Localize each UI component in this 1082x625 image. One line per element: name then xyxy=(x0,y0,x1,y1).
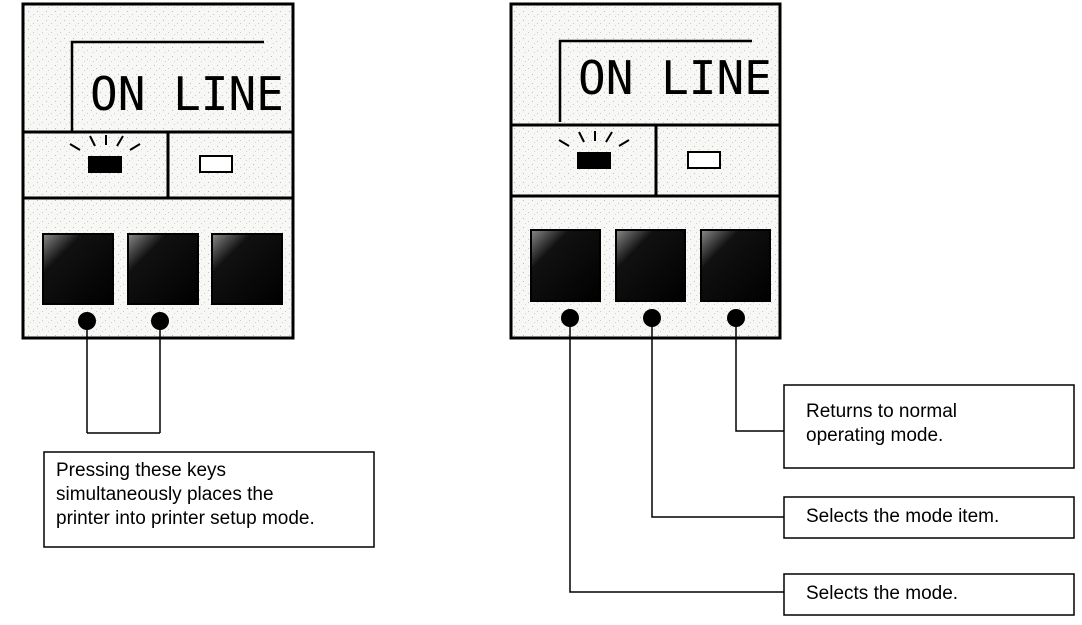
key-row xyxy=(42,233,283,305)
lamp-unlit-icon xyxy=(687,151,721,169)
connector-setup-mode xyxy=(86,321,161,434)
lamp-unlit-icon xyxy=(199,155,233,173)
key-1[interactable] xyxy=(42,233,114,305)
lcd-text: ON LINE xyxy=(90,67,284,121)
callout-normal-mode-text: Returns to normal operating mode. xyxy=(806,401,958,446)
lcd-display: ON LINE xyxy=(70,40,284,132)
lcd-text: ON LINE xyxy=(578,51,772,105)
lamp-lit-icon xyxy=(69,135,141,173)
callout-setup-mode-text: Pressing these keys simultaneously place… xyxy=(56,460,315,529)
callout-box-mode-item xyxy=(783,496,1075,539)
lamp-lit-icon xyxy=(558,131,630,169)
key-3[interactable] xyxy=(211,233,283,305)
key-1[interactable] xyxy=(530,229,601,302)
callout-mode-text: Selects the mode. xyxy=(806,583,959,604)
connector-mode-item xyxy=(651,318,784,518)
key-2[interactable] xyxy=(127,233,199,305)
callout-mode-item-text: Selects the mode item. xyxy=(806,506,1000,527)
connector-mode xyxy=(569,318,784,593)
lcd-display: ON LINE xyxy=(558,39,772,122)
control-panel-right: ON LINE xyxy=(509,2,782,340)
connector-normal-mode xyxy=(735,318,784,432)
control-panel-left: ON LINE xyxy=(21,2,295,340)
callout-box-mode xyxy=(783,573,1075,616)
callout-box-normal-mode xyxy=(783,384,1075,469)
callout-box-setup-mode xyxy=(43,451,375,548)
key-3[interactable] xyxy=(700,229,771,302)
key-2[interactable] xyxy=(615,229,686,302)
key-row xyxy=(530,229,771,302)
